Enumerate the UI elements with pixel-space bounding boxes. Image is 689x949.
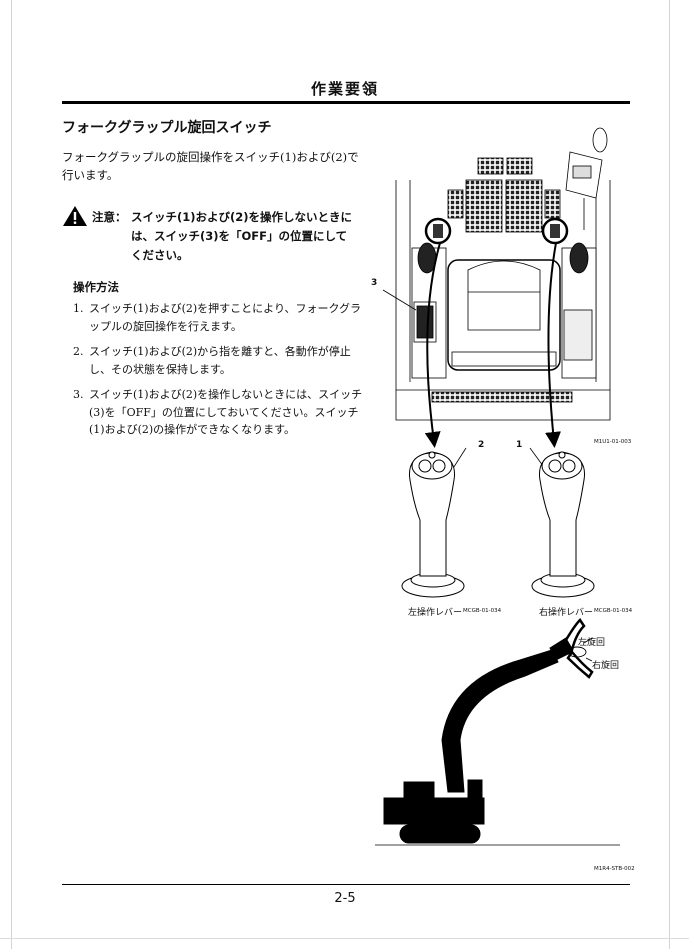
- page-number: 2-5: [334, 891, 356, 906]
- page-edge-bottom: [0, 938, 689, 939]
- procedure-step: 3. スイッチ(1)および(2)を操作しないときには、スイッチ(3)を「OFF」…: [73, 386, 363, 439]
- rotation-arrow-icon: [567, 637, 593, 662]
- step-text: スイッチ(1)および(2)から指を離すと、各動作が停止し、その状態を保持します。: [89, 345, 351, 376]
- right-lever-illustration: [531, 451, 595, 598]
- procedure-step: 1. スイッチ(1)および(2)を押すことにより、フォークグラップルの旋回操作を…: [73, 300, 363, 335]
- section-title: フォークグラップル旋回スイッチ: [62, 120, 272, 136]
- step-number: 3.: [73, 388, 84, 401]
- right-lever-caption: 右操作レバー: [539, 608, 594, 618]
- callout-switch-3: 3: [371, 278, 378, 288]
- left-lever-illustration: [401, 451, 465, 598]
- footer-rule: [62, 884, 630, 885]
- step-number: 1.: [73, 302, 84, 315]
- figure-code-left-lever: MCGB-01-034: [463, 608, 502, 614]
- page-edge-right: [669, 0, 670, 949]
- caution-text: スイッチ(1)および(2)を操作しないときには、スイッチ(3)を「OFF」の位置…: [131, 210, 353, 262]
- figure-code-cab: M1U1-01-003: [594, 439, 632, 445]
- chapter-title-rule: [62, 101, 630, 104]
- excavator-silhouette: [375, 618, 620, 846]
- step-text: スイッチ(1)および(2)を操作しないときには、スイッチ(3)を「OFF」の位置…: [89, 388, 363, 436]
- rotate-left-label: 左旋回: [578, 638, 606, 648]
- figure-code-right-lever: MCGB-01-034: [594, 608, 633, 614]
- procedure-title: 操作方法: [73, 280, 119, 294]
- intro-paragraph: フォークグラップルの旋回操作をスイッチ(1)および(2)で行います。: [62, 150, 359, 182]
- callout-switch-1: 1: [516, 440, 523, 450]
- figure-code-machine: M1R4-STB-002: [594, 866, 635, 872]
- procedure-steps: 1. スイッチ(1)および(2)を押すことにより、フォークグラップルの旋回操作を…: [73, 300, 363, 447]
- procedure-step: 2. スイッチ(1)および(2)から指を離すと、各動作が停止し、その状態を保持し…: [73, 343, 363, 378]
- step-text: スイッチ(1)および(2)を押すことにより、フォークグラップルの旋回操作を行えま…: [89, 302, 362, 333]
- chapter-title: 作業要領: [310, 80, 379, 98]
- illustration-column: 3 2 1 M1U1-01-003 左操作レバー MCGB-01-034 右操作…: [370, 120, 640, 890]
- left-lever-caption: 左操作レバー: [408, 608, 463, 618]
- caution-label: 注意：: [92, 210, 127, 224]
- rotate-right-label: 右旋回: [592, 661, 620, 671]
- page-edge-left: [11, 0, 12, 949]
- warning-triangle-icon: [63, 206, 87, 226]
- callout-switch-2: 2: [478, 440, 485, 450]
- caution-block: 注意： スイッチ(1)および(2)を操作しないときには、スイッチ(3)を「OFF…: [62, 205, 362, 265]
- operator-cab-illustration: [375, 127, 620, 846]
- step-number: 2.: [73, 345, 84, 358]
